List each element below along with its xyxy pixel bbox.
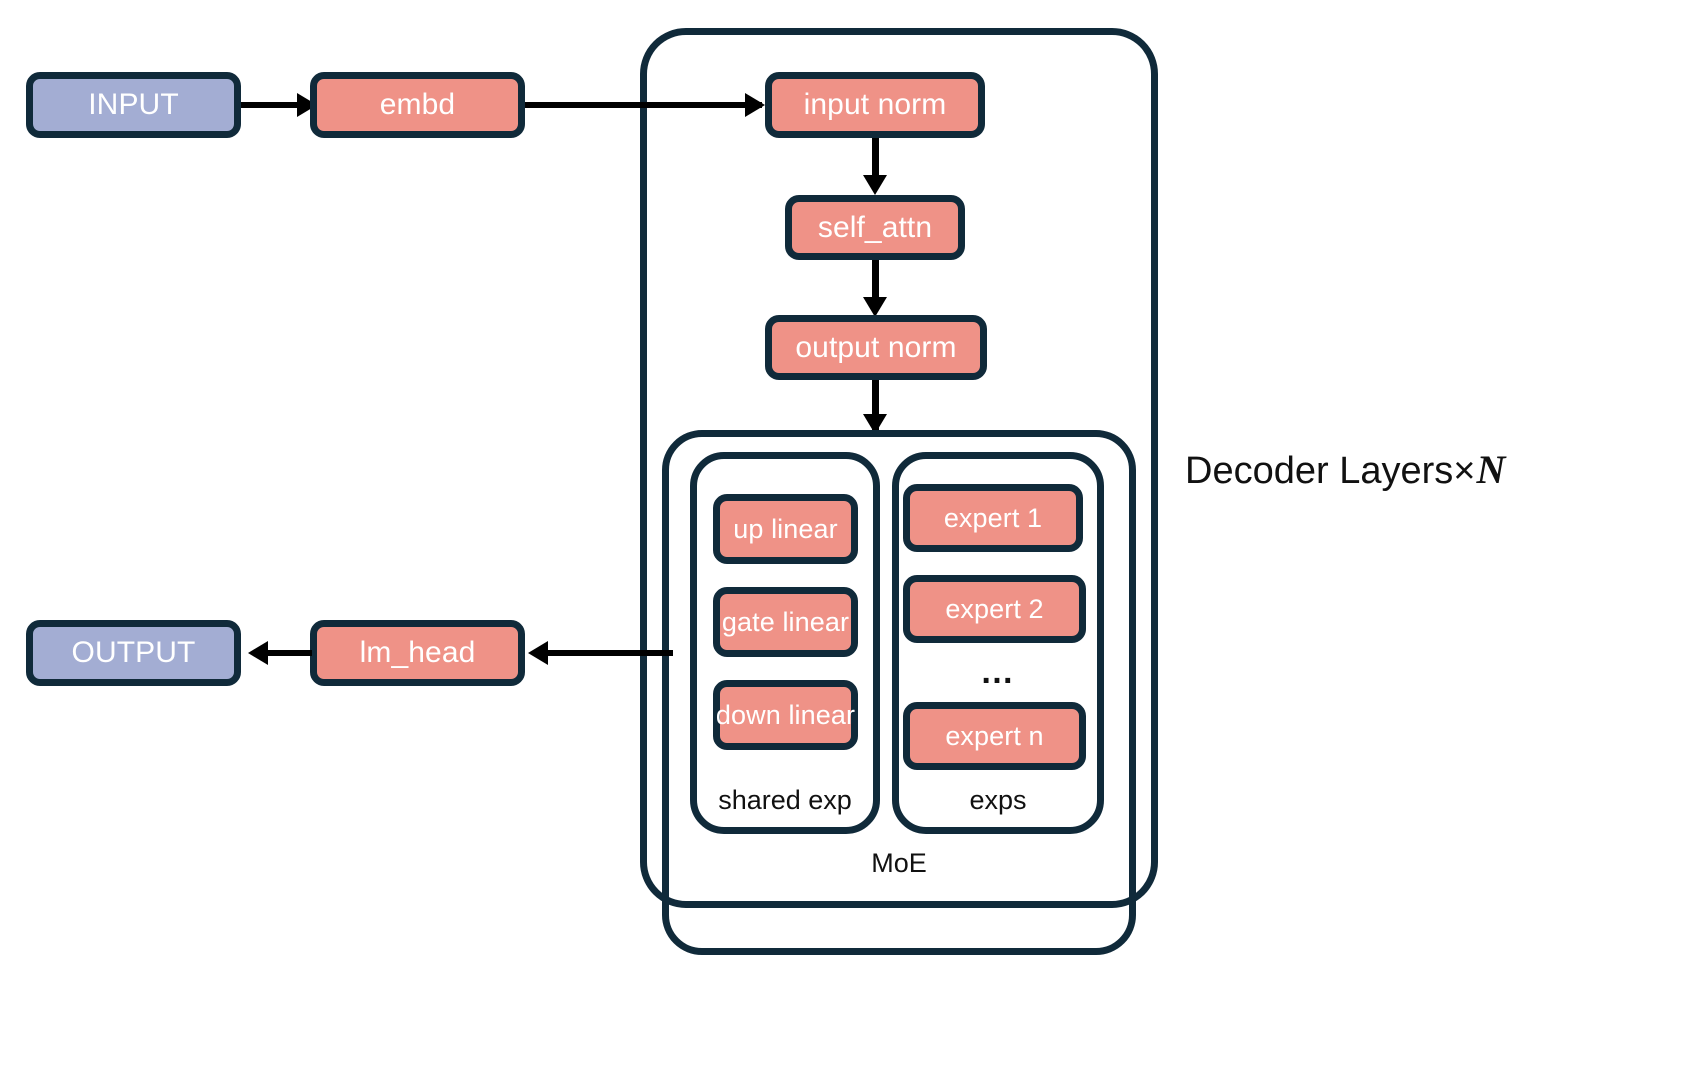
- experts-container: [892, 452, 1104, 834]
- connector-input-to-embd: [241, 102, 303, 108]
- decoder-layer-container: [640, 28, 1158, 908]
- node-expert-2-label: expert 2: [945, 593, 1044, 624]
- arrowhead-lm-head-to-output: [248, 641, 268, 665]
- node-gate-linear[interactable]: gate linear: [713, 587, 858, 657]
- node-input-label: INPUT: [88, 88, 179, 121]
- experts-label: exps: [969, 785, 1027, 815]
- shared-expert-container: [690, 452, 880, 834]
- node-expert-2[interactable]: expert 2: [903, 575, 1086, 643]
- node-embd[interactable]: embd: [310, 72, 525, 138]
- node-self-attn-label: self_attn: [817, 210, 933, 244]
- node-input-norm-label: input norm: [803, 88, 947, 121]
- node-input-norm[interactable]: input norm: [765, 72, 985, 138]
- decoder-caption-variable: N: [1476, 447, 1506, 492]
- node-expert-n-label: expert n: [945, 720, 1044, 751]
- node-input[interactable]: INPUT: [26, 72, 241, 138]
- decoder-layers-caption: Decoder Layers×N: [1185, 447, 1506, 492]
- arrowhead-output-norm-to-moe: [863, 414, 887, 434]
- connector-embd-to-input-norm: [525, 102, 762, 108]
- node-expert-n[interactable]: expert n: [903, 702, 1086, 770]
- node-lm-head[interactable]: lm_head: [310, 620, 525, 686]
- connector-lm-head-to-output: [268, 650, 312, 656]
- arrowhead-self-attn-to-output-norm: [863, 297, 887, 317]
- moe-label: MoE: [871, 848, 927, 878]
- node-self-attn[interactable]: self_attn: [785, 195, 965, 260]
- arrowhead-decoder-to-lm-head: [528, 641, 548, 665]
- node-down-linear-label: down linear: [715, 699, 856, 730]
- node-expert-1-label: expert 1: [943, 502, 1043, 533]
- node-lm-head-label: lm_head: [359, 636, 476, 669]
- arrowhead-embd-to-input-norm: [745, 93, 765, 117]
- arrowhead-input-norm-to-self-attn: [863, 175, 887, 195]
- node-output[interactable]: OUTPUT: [26, 620, 241, 686]
- node-up-linear[interactable]: up linear: [713, 494, 858, 564]
- node-output-norm[interactable]: output norm: [765, 315, 987, 380]
- connector-output-norm-to-moe: [872, 380, 879, 430]
- node-embd-label: embd: [379, 88, 456, 121]
- connector-input-norm-to-self-attn: [872, 138, 879, 186]
- node-up-linear-label: up linear: [733, 513, 838, 544]
- node-gate-linear-label: gate linear: [721, 606, 850, 637]
- node-expert-1[interactable]: expert 1: [903, 484, 1083, 552]
- moe-container: [662, 430, 1136, 955]
- node-output-norm-label: output norm: [795, 330, 957, 364]
- experts-ellipsis: …: [980, 653, 1016, 691]
- node-down-linear[interactable]: down linear: [713, 680, 858, 750]
- connector-self-attn-to-output-norm: [872, 260, 879, 310]
- node-output-label: OUTPUT: [71, 636, 196, 669]
- connector-decoder-to-lm-head: [548, 650, 673, 656]
- shared-expert-label: shared exp: [718, 785, 852, 815]
- decoder-caption-prefix: Decoder Layers×: [1185, 450, 1476, 492]
